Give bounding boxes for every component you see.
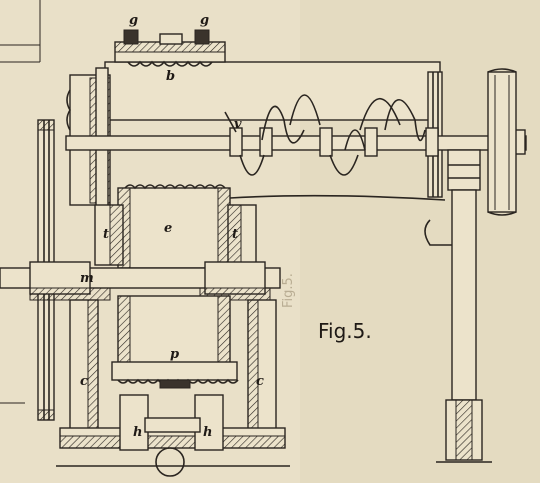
top-left-fragment: [0, 0, 41, 63]
central-body-e: [94, 184, 257, 269]
label-b: b: [166, 69, 175, 84]
side-column-left: [69, 299, 99, 431]
label-v: v: [234, 117, 242, 132]
lower-shaft-m: [0, 261, 281, 301]
lower-body-p: [111, 295, 239, 389]
label-h-left: h: [133, 425, 142, 440]
label-t-right: t: [232, 227, 238, 242]
label-p: p: [170, 347, 179, 362]
ghost-caption: Fig.5.: [281, 273, 296, 308]
g-block-right: [194, 29, 210, 45]
label-c-right: c: [256, 374, 264, 389]
label-g-right: g: [200, 13, 209, 28]
label-t-left: t: [103, 227, 109, 242]
label-h-right: h: [203, 425, 212, 440]
label-m: m: [80, 271, 94, 286]
figure-caption: Fig.5.: [318, 319, 372, 343]
label-e: e: [164, 221, 172, 236]
side-column-right: [247, 299, 277, 431]
label-c-left: c: [80, 374, 88, 389]
machine-base: [56, 394, 290, 477]
housing-link: [229, 195, 446, 201]
h-bracket-left: [119, 394, 149, 451]
cam-shaft-v: [224, 94, 439, 176]
label-g-left: g: [129, 13, 138, 28]
right-flywheel: [487, 68, 517, 216]
right-column-stand: [424, 149, 492, 463]
g-block-left: [123, 29, 139, 45]
